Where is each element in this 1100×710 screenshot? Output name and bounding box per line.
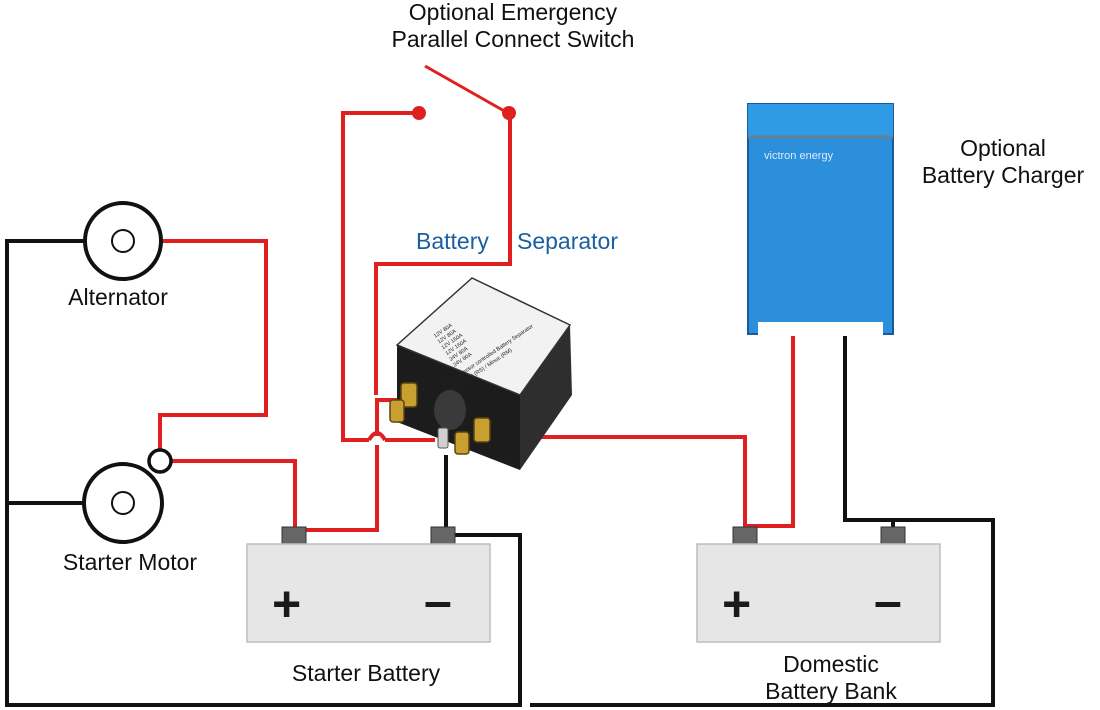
alternator — [83, 201, 163, 281]
emergency-switch — [412, 64, 516, 120]
domestic-battery-minus-sign: – — [874, 573, 902, 629]
separator-output-wire — [480, 435, 747, 530]
negative-wiring — [5, 239, 995, 707]
charger-positive-wire — [747, 330, 795, 528]
starter-battery-neg-post — [430, 526, 456, 546]
alternator-label: Alternator — [68, 284, 168, 310]
domestic-battery-plus-sign: + — [722, 576, 751, 632]
charger-brand-logo: victron energy — [764, 150, 834, 162]
terminal-output-2 — [454, 431, 470, 455]
separator-label-word1: Battery — [416, 228, 489, 254]
starter-battery-label: Starter Battery — [292, 660, 441, 686]
alternator-hub — [111, 229, 135, 253]
starter-battery-minus-sign: – — [424, 573, 452, 629]
terminal-ground — [437, 427, 449, 449]
domestic-label-line2: Battery Bank — [765, 678, 897, 704]
switch-contact-right — [502, 106, 516, 120]
positive-wiring — [158, 111, 795, 532]
charger-label-line2: Battery Charger — [922, 162, 1085, 188]
charger-negative-wire — [530, 330, 995, 707]
switch-left-wire — [341, 111, 420, 442]
terminal-sense — [389, 399, 405, 423]
battery-charger: victron energy — [747, 103, 894, 336]
alternator-positive-wire — [158, 239, 268, 455]
charger-label-line1: Optional — [960, 135, 1046, 161]
charger-top-band — [748, 104, 893, 137]
alternator-ground-wire — [5, 239, 522, 707]
separator-front — [520, 325, 572, 470]
battery-separator-device: 12V 80A 12V 80A 12V 160A 12V 160A 24V 80… — [389, 277, 572, 470]
domestic-battery-bank: + – — [696, 526, 941, 643]
domestic-battery-pos-post — [732, 526, 758, 546]
separator-label-word2: Separator — [517, 228, 618, 254]
separator-top-label — [395, 277, 572, 396]
separator-sense-wire — [374, 115, 512, 395]
switch-lever — [424, 64, 507, 114]
labels: Optional Emergency Parallel Connect Swit… — [63, 0, 1085, 704]
switch-label-line2: Parallel Connect Switch — [392, 26, 635, 52]
domestic-label-line1: Domestic — [783, 651, 879, 677]
charger-foot-gap — [758, 322, 883, 336]
domestic-battery-body — [696, 543, 941, 643]
separator-center-boss — [434, 390, 466, 430]
separator-input-wire — [298, 445, 379, 532]
terminal-output — [473, 417, 491, 443]
switch-contact-left — [412, 106, 426, 120]
domestic-battery-neg-post — [880, 526, 906, 546]
starter-battery: + – — [246, 526, 491, 643]
switch-label-line1: Optional Emergency — [409, 0, 618, 25]
terminal-input — [400, 382, 418, 408]
starter-battery-pos-post — [281, 526, 307, 546]
starter-positive-wire — [166, 459, 297, 530]
charger-body — [747, 103, 894, 335]
starter-motor-hub — [111, 491, 135, 515]
starter-motor — [82, 448, 173, 544]
separator-terminals — [389, 382, 491, 455]
starter-solenoid-junction — [147, 448, 173, 474]
starter-motor-label: Starter Motor — [63, 549, 198, 575]
starter-battery-plus-sign: + — [272, 576, 301, 632]
starter-battery-body — [246, 543, 491, 643]
wire-crossover-hop — [367, 431, 387, 442]
